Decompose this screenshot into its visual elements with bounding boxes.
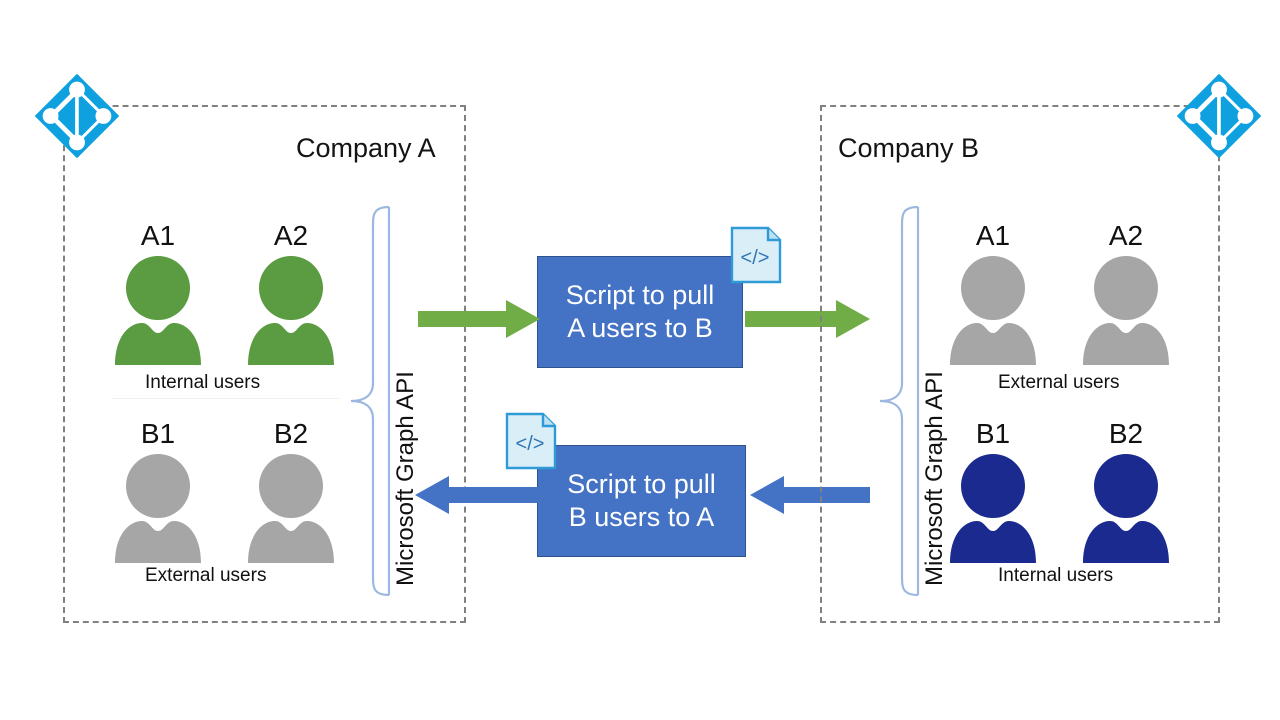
script-bottom-line2: B users to A	[568, 502, 715, 532]
arrow-script-to-a	[415, 474, 540, 516]
code-file-icon: </>	[505, 412, 557, 470]
person-icon-a2-internal	[245, 255, 337, 365]
graph-api-brace-a	[343, 205, 397, 597]
person-icon-b2-external	[245, 453, 337, 563]
group-label-external-a: External users	[145, 565, 267, 586]
divider	[112, 398, 340, 399]
person-icon-a1-external-b	[947, 255, 1039, 365]
script-top-line1: Script to pull	[565, 280, 715, 311]
user-label-b1-external: B1	[140, 418, 176, 449]
person-icon-a2-external-b	[1080, 255, 1172, 365]
group-label-internal-b: Internal users	[998, 565, 1114, 586]
person-icon-b1-external	[112, 453, 204, 563]
user-label-a2-internal: A2	[273, 220, 309, 251]
group-label-internal-a: Internal users	[145, 372, 261, 393]
script-bottom-line1: Script to pull	[567, 469, 716, 500]
company-a-container	[63, 105, 466, 623]
svg-text:</>: </>	[516, 433, 545, 455]
code-file-icon: </>	[730, 226, 782, 284]
graph-api-brace-b	[872, 205, 926, 597]
user-label-a1-external-b: A1	[975, 220, 1011, 251]
azure-ad-connect-icon	[1175, 72, 1263, 160]
user-label-b2-internal-b: B2	[1108, 418, 1144, 449]
script-box-a-to-b[interactable]: Script to pull A users to B	[537, 256, 743, 368]
group-label-external-b: External users	[998, 372, 1120, 393]
person-icon-b1-internal-b	[947, 453, 1039, 563]
arrow-script-to-b	[745, 298, 870, 340]
person-icon-b2-internal-b	[1080, 453, 1172, 563]
company-a-title: Company A	[296, 133, 436, 163]
script-box-b-to-a[interactable]: Script to pull B users to A	[537, 445, 746, 557]
user-label-b2-external: B2	[273, 418, 309, 449]
graph-api-label-b: Microsoft Graph API	[921, 371, 948, 586]
script-top-line2: A users to B	[567, 313, 713, 343]
arrow-b-to-script	[750, 474, 870, 516]
person-icon-a1-internal	[112, 255, 204, 365]
arrow-a-to-script	[418, 298, 540, 340]
company-b-container	[820, 105, 1220, 623]
user-label-a2-external-b: A2	[1108, 220, 1144, 251]
svg-text:</>: </>	[741, 247, 770, 269]
user-label-a1-internal: A1	[140, 220, 176, 251]
azure-ad-connect-icon	[33, 72, 121, 160]
company-b-title: Company B	[838, 133, 980, 163]
user-label-b1-internal-b: B1	[975, 418, 1011, 449]
